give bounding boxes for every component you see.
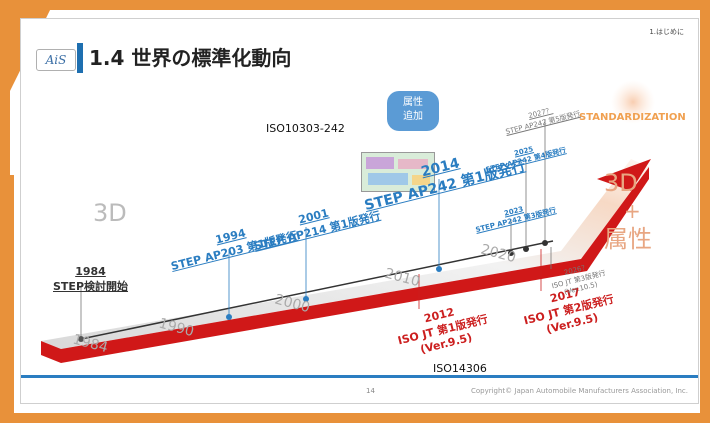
frame-left-strip [0, 175, 14, 423]
copyright: Copyright© Japan Automobile Manufacturer… [470, 387, 688, 395]
bubble-line-2: 追加 [403, 111, 423, 122]
marker-2014 [436, 266, 442, 272]
timeline-graphic [41, 80, 655, 363]
page-title: 1.4 世界の標準化動向 [89, 46, 292, 70]
milestone-1984: 1984 STEP検討開始 [53, 265, 128, 294]
bubble-line-1: 属性 [403, 97, 423, 108]
label-iso14306: ISO14306 [433, 362, 487, 375]
ais-logo: AiS [36, 49, 76, 71]
marker-2027 [542, 240, 548, 246]
section-label: 1.はじめに [649, 28, 684, 36]
standardization-glow [611, 80, 655, 124]
label-attr-3d: 3D [604, 169, 638, 197]
label-iso10303-242: ISO10303-242 [266, 122, 345, 135]
footer-divider [21, 375, 698, 378]
marker-1984 [78, 336, 84, 342]
marker-2023 [508, 250, 514, 256]
marker-1994 [226, 314, 232, 320]
label-attr-plus: + [624, 199, 641, 223]
milestone-1984-year: 1984 [75, 265, 106, 278]
milestone-1984-text: STEP検討開始 [53, 280, 129, 293]
marker-2025 [523, 246, 529, 252]
road-red-edge [41, 167, 649, 363]
ap242-screenshot-thumbnail [361, 152, 435, 192]
label-3d: 3D [93, 199, 127, 227]
page-number: 14 [366, 387, 375, 395]
callout-bubble: 属性 追加 [387, 91, 439, 131]
slide: 1.はじめに AiS 1.4 世界の標準化動向 [20, 18, 699, 404]
title-accent-bar [77, 43, 83, 73]
road-arrow-head [597, 159, 651, 191]
label-standardization: STANDARDIZATION [579, 112, 686, 123]
label-attr-word: 属性 [604, 225, 652, 253]
marker-2001 [303, 296, 309, 302]
timeline-axis [80, 240, 554, 340]
